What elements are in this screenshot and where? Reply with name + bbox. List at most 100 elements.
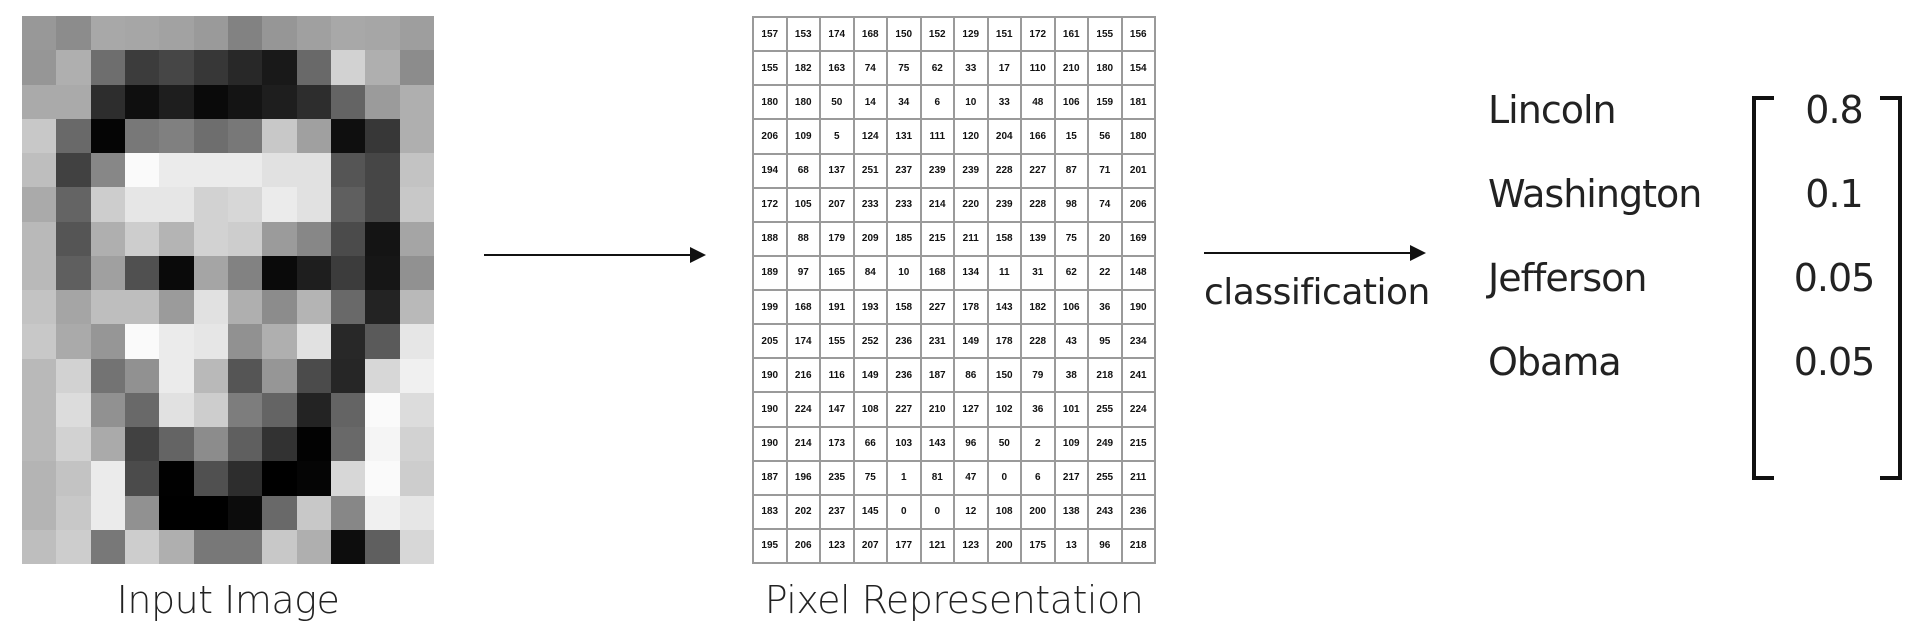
pixel-cell [330, 84, 366, 119]
pixel-value-cell: 153 [787, 18, 821, 53]
pixel-cell [90, 358, 125, 393]
pixel-cell [159, 16, 194, 51]
pixel-value-cell: 145 [854, 495, 888, 530]
pixel-value-cell: 183 [754, 495, 788, 530]
pixel-value-cell: 131 [888, 120, 922, 155]
input-image-pixel-grid [22, 16, 434, 564]
pixel-value-cell: 156 [1122, 18, 1156, 53]
pixel-value-cell: 172 [1022, 18, 1056, 53]
pixel-cell [90, 461, 125, 496]
pixel-value-cell: 179 [821, 222, 855, 257]
pixel-value-cell: 180 [787, 86, 821, 121]
pixel-value-cell: 211 [955, 222, 989, 257]
pixel-value-cell: 106 [1055, 86, 1089, 121]
pixel-value-cell: 196 [787, 461, 821, 496]
pixel-cell [262, 461, 297, 496]
pixel-cell [193, 358, 228, 393]
pixel-representation-caption: Pixel Representation [764, 578, 1144, 622]
pixel-cell [193, 221, 228, 256]
pixel-cell [56, 153, 91, 188]
pixel-cell [227, 50, 263, 85]
pixel-cell [159, 529, 194, 564]
pixel-value-cell: 143 [988, 291, 1022, 326]
pixel-value-cell: 188 [754, 222, 788, 257]
pixel-value-cell: 215 [1122, 427, 1156, 462]
pixel-cell [124, 358, 160, 393]
pixel-cell [262, 290, 297, 325]
pixel-value-cell: 10 [955, 86, 989, 121]
class-label-lincoln: Lincoln [1488, 88, 1617, 132]
pixel-value-cell: 191 [821, 291, 855, 326]
pixel-value-cell: 187 [921, 359, 955, 394]
pixel-cell [296, 187, 331, 222]
pixel-cell [227, 118, 263, 153]
pixel-value-cell: 177 [888, 529, 922, 564]
pixel-cell [262, 529, 297, 564]
pixel-cell [365, 392, 400, 427]
pixel-value-cell: 210 [1055, 52, 1089, 87]
pixel-value-cell: 249 [1089, 427, 1123, 462]
pixel-cell [56, 461, 91, 496]
pixel-value-cell: 182 [1022, 291, 1056, 326]
pixel-cell [227, 221, 263, 256]
pixel-cell [330, 187, 366, 222]
pixel-value-cell: 168 [854, 18, 888, 53]
pixel-value-cell: 56 [1089, 120, 1123, 155]
pixel-cell [296, 84, 331, 119]
pixel-cell [193, 495, 228, 530]
pixel-cell [365, 290, 400, 325]
pixel-cell [262, 84, 297, 119]
pixel-value-cell: 148 [1122, 256, 1156, 291]
pixel-cell [56, 324, 91, 359]
pixel-cell [399, 290, 434, 325]
pixel-cell [56, 187, 91, 222]
class-score-obama: 0.05 [1793, 340, 1876, 384]
pixel-cell [227, 392, 263, 427]
pixel-value-cell: 239 [988, 188, 1022, 223]
pixel-value-cell: 134 [955, 256, 989, 291]
pixel-cell [399, 118, 434, 153]
pixel-cell [22, 529, 57, 564]
pixel-cell [124, 255, 160, 290]
pixel-value-cell: 237 [821, 495, 855, 530]
pixel-cell [56, 16, 91, 51]
pixel-cell [365, 461, 400, 496]
pixel-cell [365, 153, 400, 188]
pixel-value-cell: 216 [787, 359, 821, 394]
pixel-cell [330, 153, 366, 188]
pixel-cell [193, 255, 228, 290]
pixel-value-cell: 220 [955, 188, 989, 223]
pixel-value-cell: 155 [1089, 18, 1123, 53]
pixel-value-cell: 157 [754, 18, 788, 53]
pixel-value-cell: 228 [988, 154, 1022, 189]
pixel-cell [227, 84, 263, 119]
pixel-cell [124, 153, 160, 188]
pixel-value-cell: 96 [955, 427, 989, 462]
pixel-cell [227, 16, 263, 51]
pixel-value-cell: 106 [1055, 291, 1089, 326]
pixel-value-cell: 194 [754, 154, 788, 189]
pixel-value-cell: 62 [921, 52, 955, 87]
pixel-cell [227, 461, 263, 496]
pixel-value-cell: 228 [1022, 325, 1056, 360]
pixel-cell [330, 529, 366, 564]
pixel-cell [296, 50, 331, 85]
pixel-cell [227, 358, 263, 393]
pixel-cell [159, 118, 194, 153]
pixel-value-cell: 200 [988, 529, 1022, 564]
pixel-value-cell: 71 [1089, 154, 1123, 189]
pixel-cell [90, 50, 125, 85]
pixel-value-cell: 159 [1089, 86, 1123, 121]
pixel-value-cell: 137 [821, 154, 855, 189]
pixel-value-cell: 218 [1122, 529, 1156, 564]
pixel-value-cell: 190 [754, 359, 788, 394]
pixel-value-cell: 251 [854, 154, 888, 189]
pixel-value-cell: 204 [988, 120, 1022, 155]
pixel-cell [56, 392, 91, 427]
pixel-value-cell: 255 [1089, 461, 1123, 496]
pixel-cell [399, 221, 434, 256]
pixel-value-cell: 66 [854, 427, 888, 462]
class-score-washington: 0.1 [1805, 172, 1863, 216]
pixel-value-cell: 109 [787, 120, 821, 155]
pixel-cell [22, 187, 57, 222]
